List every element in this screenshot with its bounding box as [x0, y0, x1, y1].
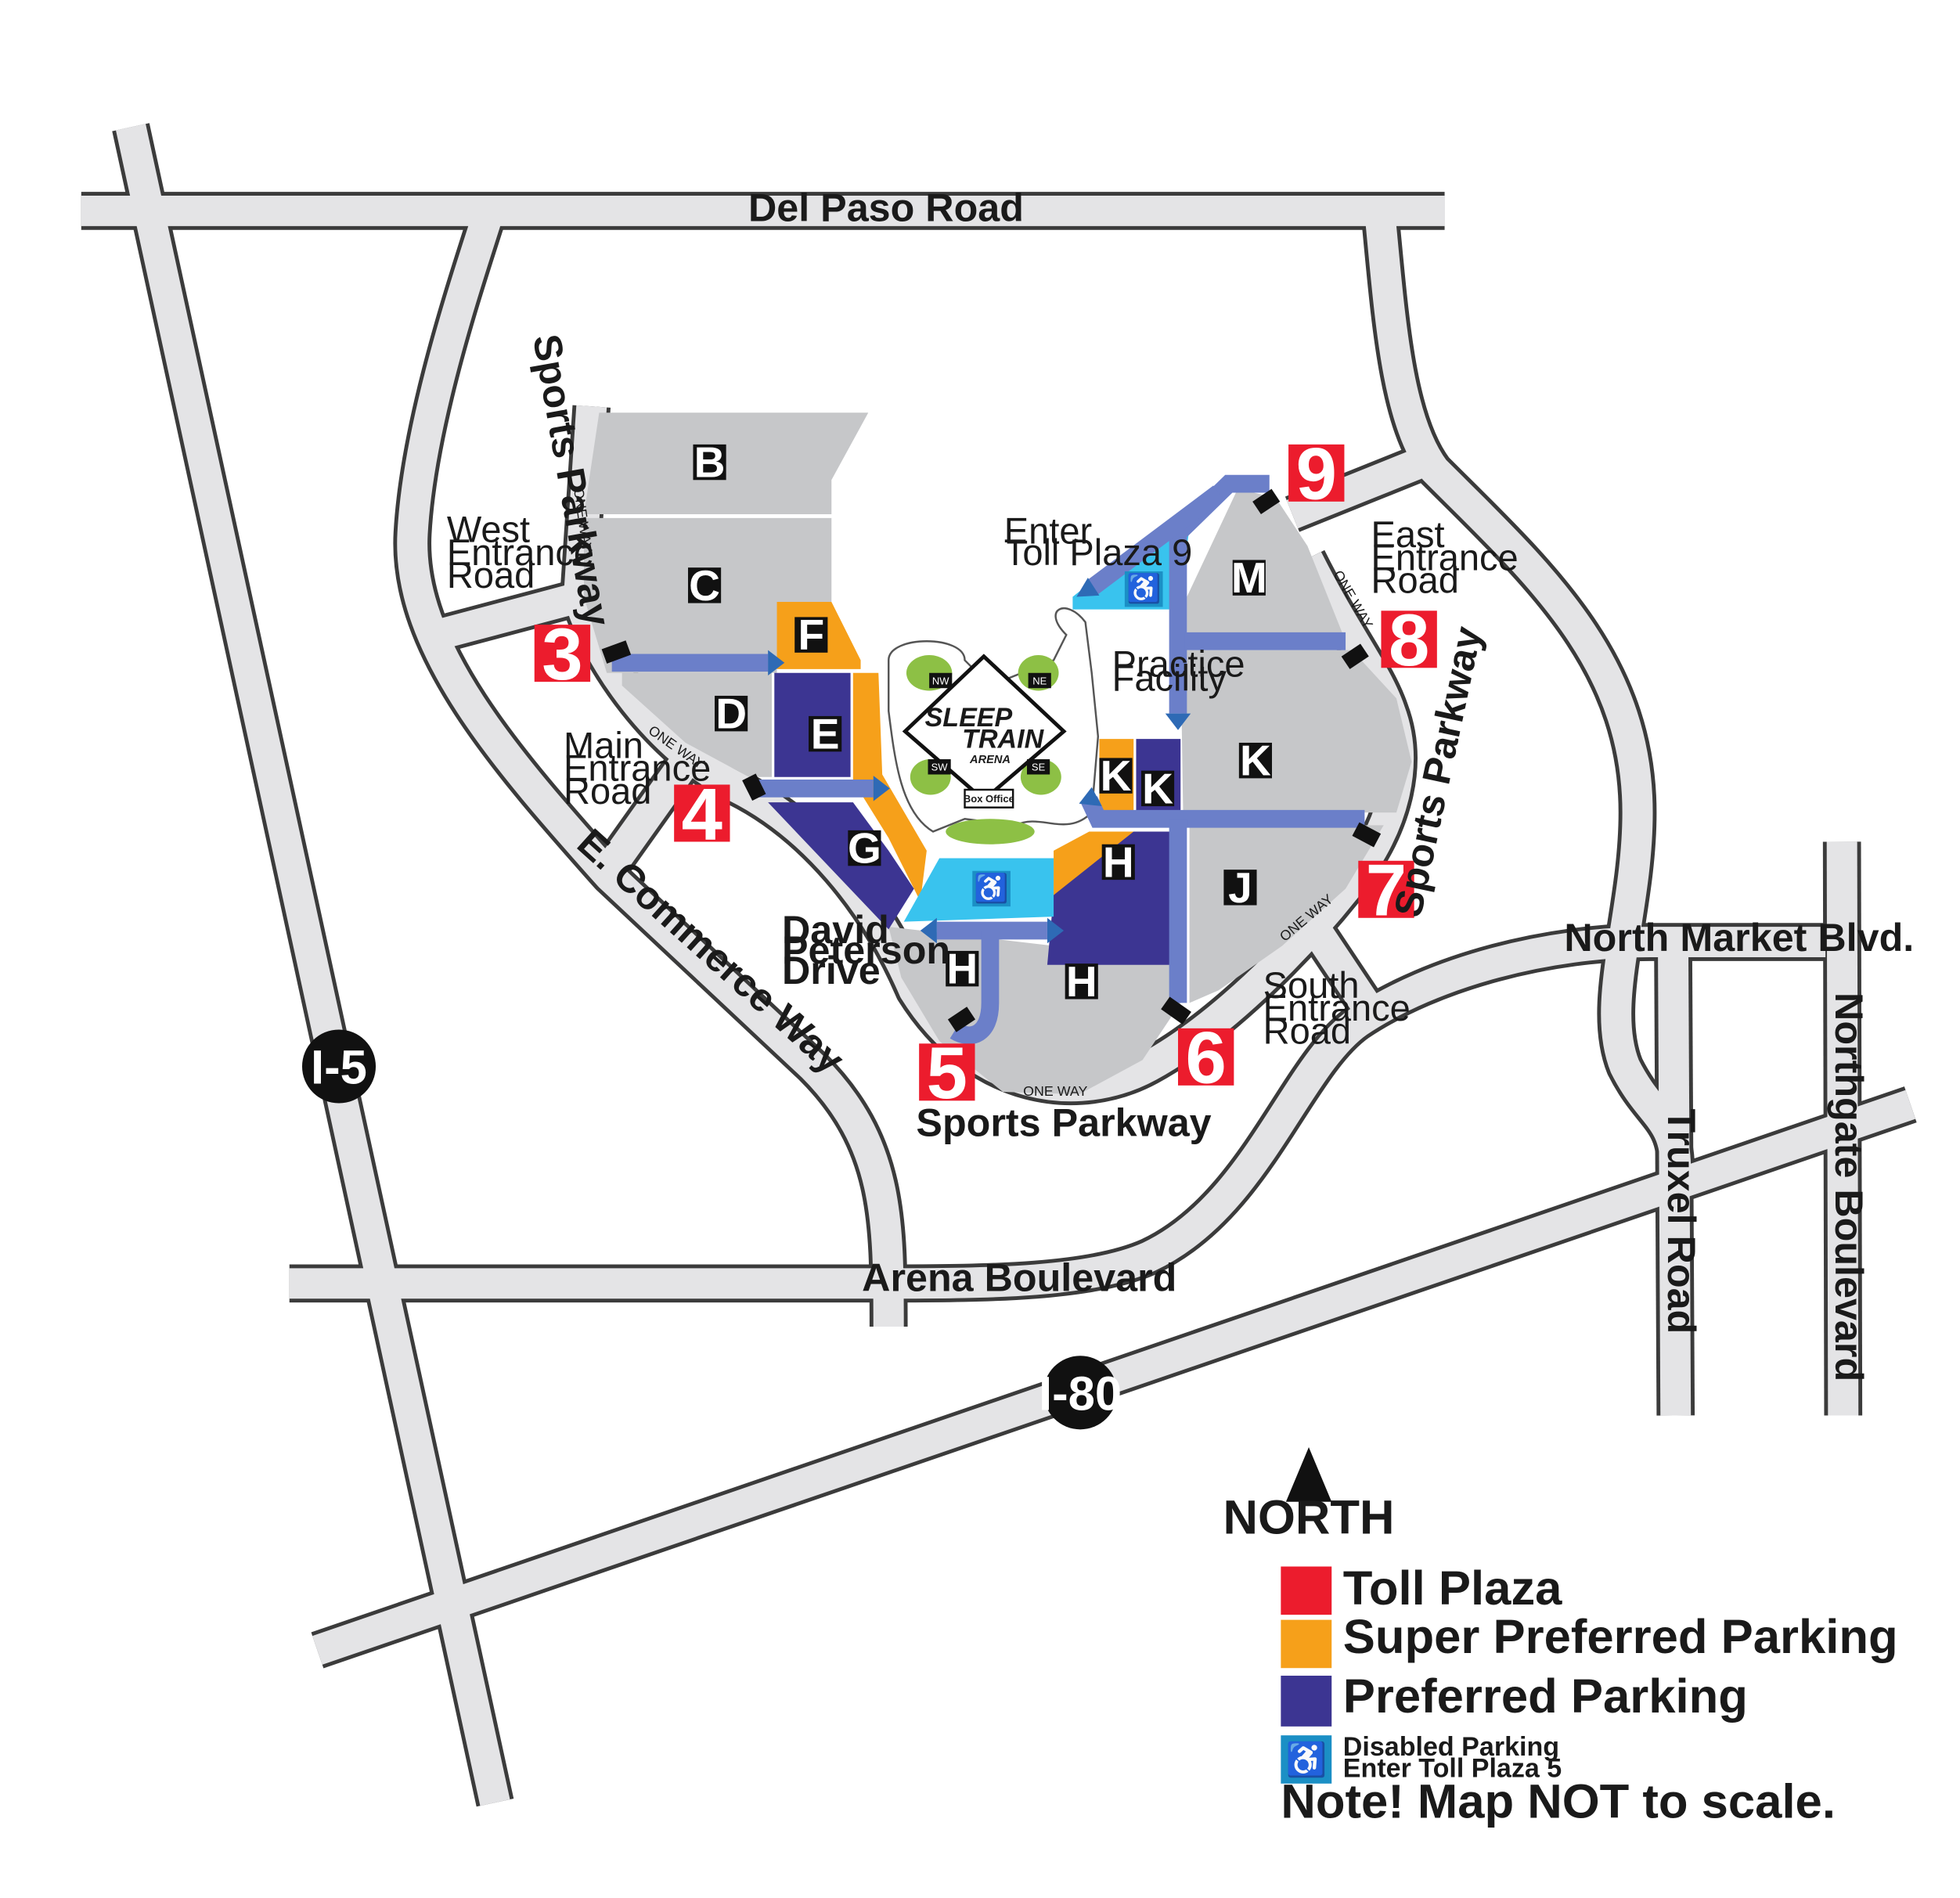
svg-text:Main: Main	[564, 724, 643, 765]
svg-text:Road: Road	[564, 770, 651, 812]
lot-g-label: G	[848, 824, 881, 873]
svg-text:South: South	[1263, 964, 1360, 1006]
svg-text:SW: SW	[931, 762, 949, 773]
legend-toll-swatch	[1281, 1566, 1332, 1615]
oneway-south: ONE WAY	[1023, 1083, 1087, 1099]
svg-text:Road: Road	[1263, 1010, 1351, 1051]
toll-7: 7	[1366, 849, 1407, 931]
label-arena-blvd: Arena Boulevard	[862, 1255, 1176, 1300]
disabled-icons: ♿ ♿	[972, 571, 1163, 907]
label-del-paso: Del Paso Road	[748, 185, 1024, 229]
legend-preferred-swatch	[1281, 1675, 1332, 1727]
box-office-box	[964, 788, 1014, 809]
svg-text:Drive: Drive	[782, 948, 881, 992]
i80-shield: I-80	[1039, 1367, 1122, 1421]
label-north-market: North Market Blvd.	[1564, 915, 1914, 960]
lot-j-label: J	[1228, 863, 1252, 912]
box-office-label: Box Office	[964, 793, 1014, 805]
highway-shields: I-5 I-80	[301, 1029, 1122, 1430]
svg-text:Entrance: Entrance	[1263, 987, 1411, 1028]
label-main-entrance: Main Entrance Road	[564, 724, 711, 811]
direction-arrows	[611, 474, 1365, 1045]
svg-text:Road: Road	[1371, 560, 1459, 601]
svg-text:Enter: Enter	[1004, 510, 1092, 551]
arena-logo-train: TRAIN	[962, 724, 1044, 754]
label-david-peterson: David Peterson Drive	[782, 907, 950, 992]
quadrant-tags: NW NE SW SE	[928, 672, 1051, 775]
lot-e-label: E	[811, 710, 840, 758]
north-arrow-icon	[1285, 1447, 1332, 1502]
lot-k-label-3: K	[1142, 764, 1173, 812]
toll-5: 5	[927, 1032, 967, 1114]
lot-h-label-1: H	[1103, 837, 1134, 886]
lot-d-label: D	[715, 690, 747, 738]
svg-text:Entrance: Entrance	[1371, 536, 1519, 578]
toll-6: 6	[1186, 1017, 1227, 1099]
legend-disabled-line2: Enter Toll Plaza 5	[1343, 1754, 1562, 1784]
label-west-entrance: West Entrance Road	[447, 509, 594, 596]
svg-text:East: East	[1371, 513, 1445, 555]
svg-text:Road: Road	[447, 554, 535, 596]
label-northgate: Northgate Boulevard	[1827, 992, 1872, 1381]
green-south	[946, 819, 1035, 845]
legend-toll: Toll Plaza	[1343, 1561, 1562, 1615]
lot-h-label-3: H	[1066, 957, 1097, 1006]
svg-text:Peterson: Peterson	[782, 927, 950, 972]
legend-disabled-swatch	[1281, 1735, 1332, 1784]
label-east-entrance: East Entrance Road	[1371, 513, 1519, 600]
legend-preferred: Preferred Parking	[1343, 1669, 1748, 1723]
lot-k-label-1: K	[1240, 737, 1271, 785]
legend-super: Super Preferred Parking	[1343, 1610, 1898, 1664]
lot-labels: B C D E F G H H H J K K K M	[687, 438, 1273, 1006]
lot-m-label: M	[1231, 553, 1267, 602]
lot-m-area	[1187, 488, 1346, 642]
legend-disabled-icon: ♿	[1286, 1741, 1328, 1779]
lot-h-preferred	[1047, 831, 1175, 965]
arena-logo-arena: ARENA	[969, 754, 1011, 766]
label-sports-parkway-south: Sports Parkway	[916, 1100, 1211, 1145]
svg-text:NE: NE	[1032, 675, 1047, 686]
svg-text:Toll Plaza 9: Toll Plaza 9	[1004, 531, 1192, 573]
disabled-icon-south: ♿	[974, 872, 1008, 904]
disabled-icon-north: ♿	[1126, 572, 1161, 604]
svg-text:West: West	[447, 509, 530, 550]
i5-shield: I-5	[311, 1041, 367, 1095]
lot-k-label-2: K	[1101, 751, 1132, 800]
arena-logo-sleep: SLEEP	[925, 703, 1013, 733]
label-truxel: Truxel Road	[1659, 1109, 1704, 1334]
lot-h-label-2: H	[946, 945, 978, 993]
lot-g-super-strip	[852, 672, 927, 902]
legend-disabled-line1: Disabled Parking	[1343, 1732, 1559, 1762]
lot-b-label: B	[694, 438, 726, 487]
legend-note: Note! Map NOT to scale.	[1281, 1775, 1836, 1829]
legend-north: NORTH	[1223, 1490, 1395, 1544]
svg-text:NW: NW	[932, 675, 949, 686]
toll-3: 3	[542, 613, 582, 695]
svg-text:David: David	[782, 907, 889, 952]
svg-text:Facility: Facility	[1112, 657, 1227, 698]
label-practice-facility: Practice Facility	[1112, 643, 1245, 699]
toll-plaza-markers: 3 4 5 6 7 8 9	[534, 433, 1437, 1114]
svg-text:SE: SE	[1032, 762, 1046, 773]
arena-complex: SLEEP TRAIN ARENA Box Office NW NE SW SE	[888, 607, 1100, 845]
label-enter-toll9: Enter Toll Plaza 9	[1004, 510, 1192, 573]
svg-text:Entrance: Entrance	[447, 531, 594, 573]
toll-4: 4	[682, 773, 722, 855]
lot-k-area	[1180, 650, 1412, 813]
svg-text:Practice: Practice	[1112, 643, 1245, 685]
toll-9: 9	[1296, 433, 1337, 515]
legend-super-swatch	[1281, 1619, 1332, 1669]
lot-c-label: C	[689, 561, 720, 610]
label-south-entrance: South Entrance Road	[1263, 964, 1411, 1051]
toll-8: 8	[1389, 599, 1429, 681]
svg-text:Entrance: Entrance	[564, 747, 711, 789]
lot-g-preferred	[768, 802, 914, 930]
lot-f-label: F	[798, 610, 824, 659]
legend: NORTH Toll Plaza Super Preferred Parking…	[1223, 1447, 1898, 1829]
toll-gates	[601, 488, 1382, 1032]
